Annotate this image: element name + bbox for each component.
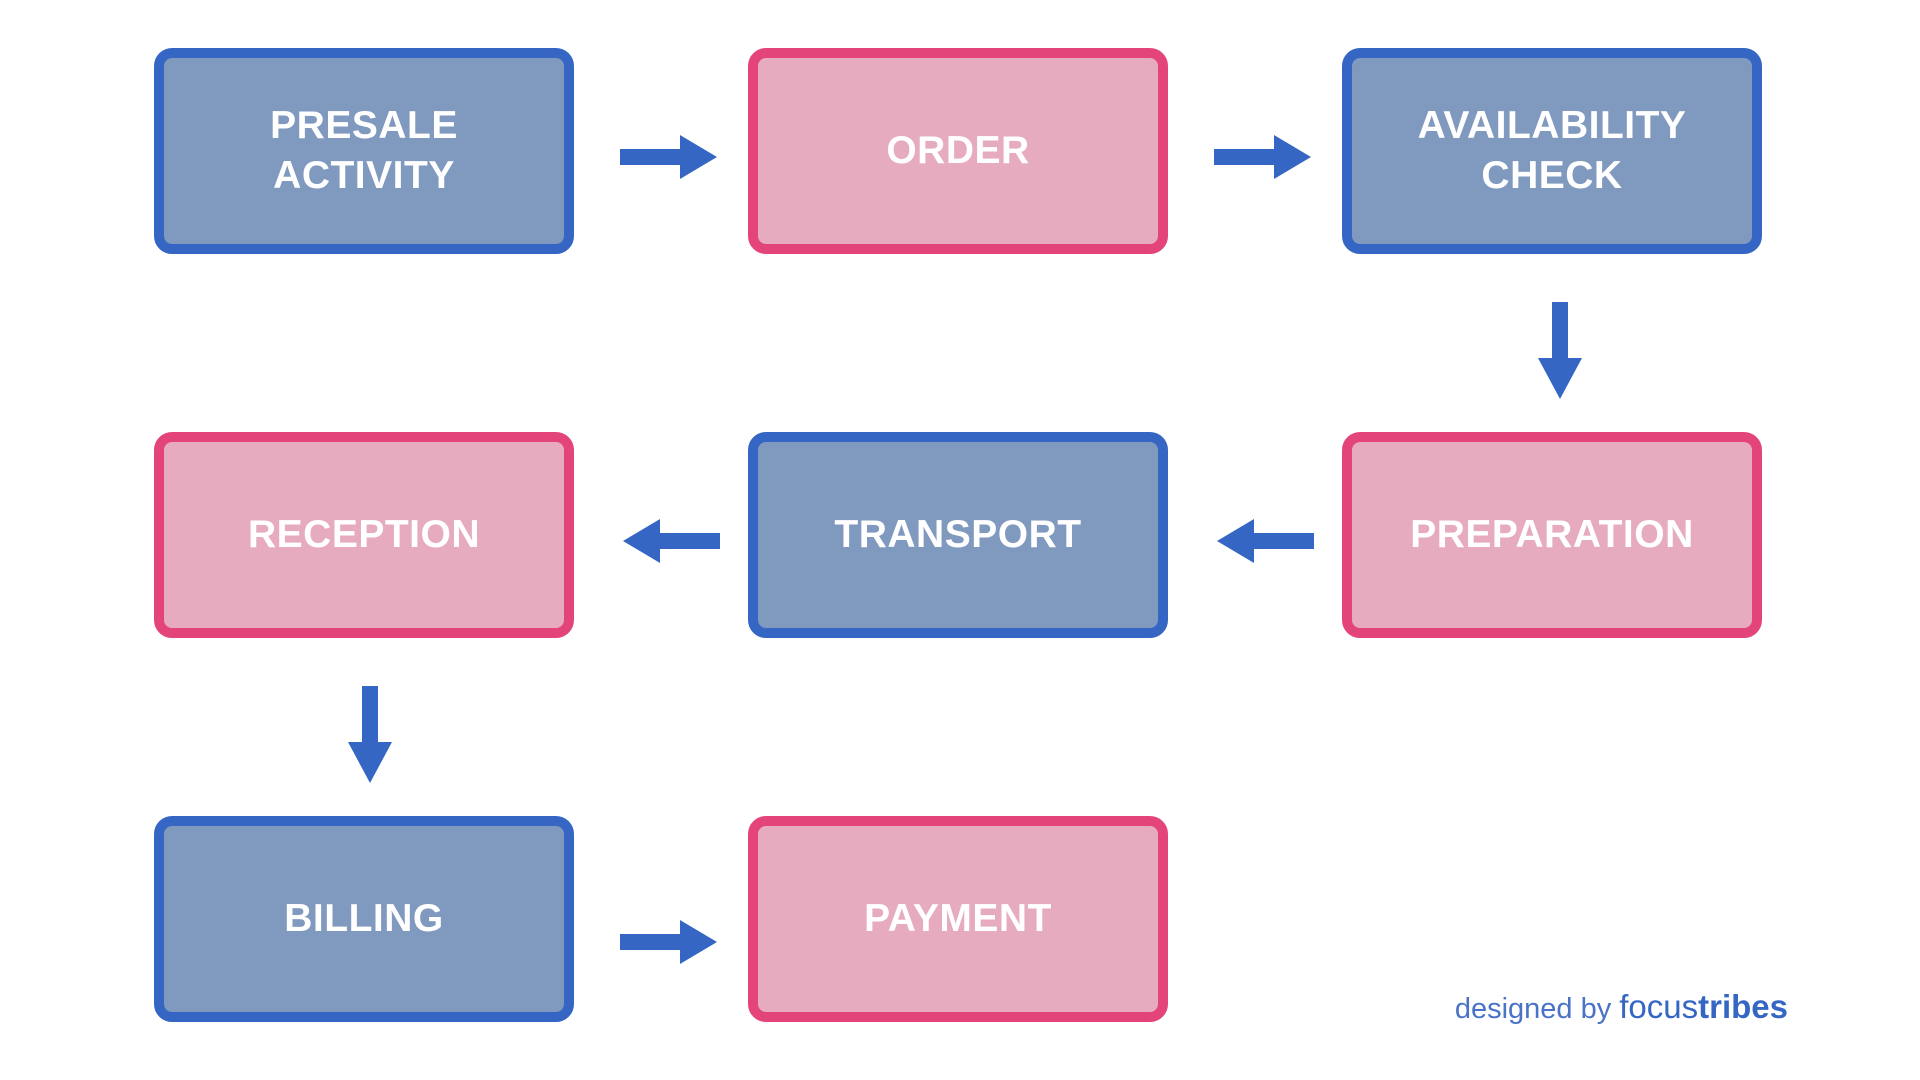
node-label: AVAILABILITY CHECK xyxy=(1417,104,1687,197)
credit-prefix: designed by xyxy=(1454,993,1612,1025)
node-label: TRANSPORT xyxy=(834,513,1082,556)
node-order: ORDER xyxy=(748,48,1168,254)
arrow-right-icon xyxy=(1214,135,1311,179)
arrow-left-icon xyxy=(623,519,720,563)
node-transport: TRANSPORT xyxy=(748,432,1168,638)
node-label: BILLING xyxy=(284,897,444,940)
node-label: PAYMENT xyxy=(864,897,1052,940)
brand-logo-part1: focus xyxy=(1619,988,1699,1025)
node-billing: BILLING xyxy=(154,816,574,1022)
node-payment: PAYMENT xyxy=(748,816,1168,1022)
arrow-left-icon xyxy=(1217,519,1314,563)
arrow-down-icon xyxy=(1538,302,1582,399)
node-label: PRESALE ACTIVITY xyxy=(270,104,458,197)
node-availability-check: AVAILABILITY CHECK xyxy=(1342,48,1762,254)
arrow-right-icon xyxy=(620,920,717,964)
arrow-down-icon xyxy=(348,686,392,783)
arrow-right-icon xyxy=(620,135,717,179)
node-preparation: PREPARATION xyxy=(1342,432,1762,638)
node-presale-activity: PRESALE ACTIVITY xyxy=(154,48,574,254)
node-reception: RECEPTION xyxy=(154,432,574,638)
brand-logo-part2: tribes xyxy=(1698,988,1788,1025)
node-label: RECEPTION xyxy=(247,513,481,556)
node-label: PREPARATION xyxy=(1410,513,1694,556)
node-label: ORDER xyxy=(886,129,1030,172)
